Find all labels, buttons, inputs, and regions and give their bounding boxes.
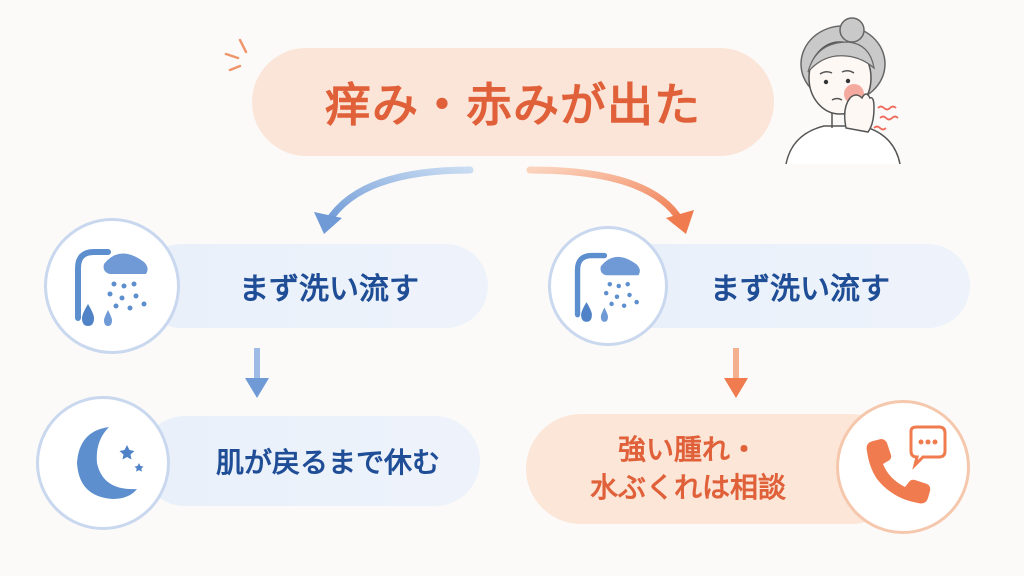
- right-step2-pill: 強い腫れ・ 水ぶくれは相談: [526, 414, 906, 524]
- left-step2-label: 肌が戻るまで休む: [215, 446, 440, 479]
- right-down-arrow: [724, 348, 748, 398]
- moon-icon: [77, 427, 144, 499]
- left-moon-circle: [36, 396, 170, 530]
- phone-chat-icon: [866, 425, 947, 504]
- title-pill: 痒み・赤みが出た: [252, 48, 774, 156]
- right-shower-circle: [548, 226, 668, 346]
- right-phone-circle: [836, 400, 970, 534]
- right-step2-line2: 水ぶくれは相談: [589, 471, 786, 504]
- right-step1-pill: まず洗い流す: [610, 244, 970, 328]
- title-text: 痒み・赤みが出た: [325, 78, 701, 132]
- left-down-arrow: [245, 348, 269, 398]
- left-step1-pill: まず洗い流す: [140, 244, 488, 328]
- left-step1-label: まず洗い流す: [239, 272, 419, 307]
- right-step2-line1: 強い腫れ・: [617, 433, 758, 466]
- sparkle-lines: [224, 38, 248, 72]
- right-step1-label: まず洗い流す: [710, 272, 890, 307]
- shower-icon: [75, 249, 148, 326]
- branch-arrow-right: [526, 166, 694, 234]
- left-shower-circle: [44, 218, 180, 354]
- left-step2-pill: 肌が戻るまで休む: [140, 416, 480, 506]
- shower-icon: [574, 252, 640, 322]
- itchy-woman-icon: [785, 17, 901, 165]
- branch-arrow-left: [314, 166, 474, 234]
